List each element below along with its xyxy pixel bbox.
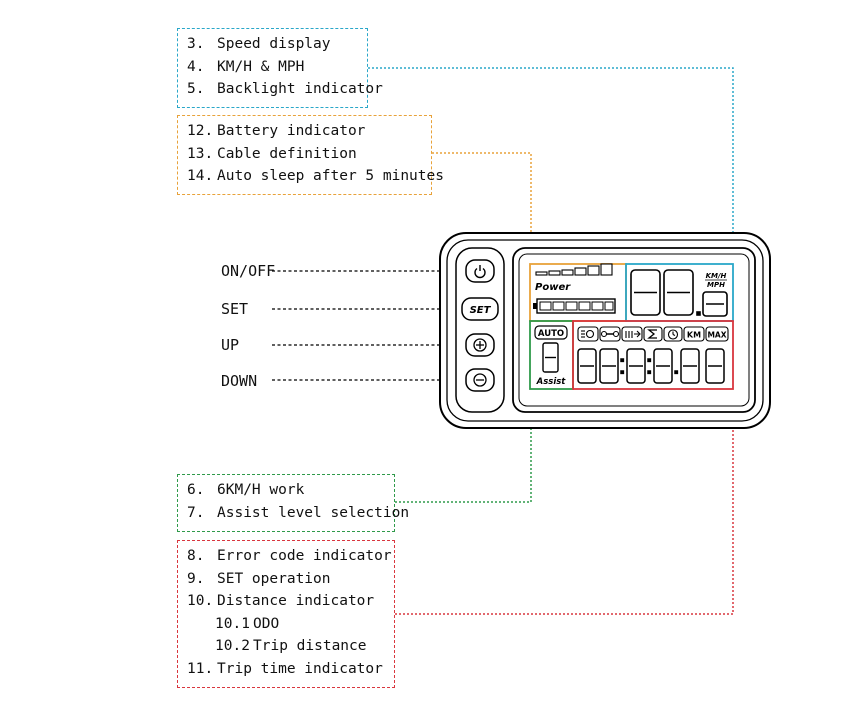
headlight-icon: [577, 326, 599, 342]
callout-info-item: 11.Trip time indicator: [187, 660, 383, 677]
callout-assist: 6.6KM/H work 7.Assist level selection: [177, 474, 410, 532]
walk-assist-icon: [621, 326, 643, 342]
unit-mph: MPH: [707, 281, 725, 289]
max-icon: [705, 326, 729, 342]
plus-icon: [473, 338, 487, 352]
sum-icon: [643, 326, 663, 342]
callout-assist-item: 7.Assist level selection: [187, 504, 410, 521]
unit-kmh: KM/H: [706, 272, 727, 280]
info-icon-row: [577, 326, 729, 342]
leader-battery: [432, 152, 532, 264]
power-label: Power: [535, 282, 571, 293]
auto-label: AUTO: [538, 329, 564, 339]
leader-info: [395, 389, 734, 615]
callout-battery: 12.Battery indicator 13.Cable definition…: [177, 115, 444, 195]
callout-info-item: 9.SET operation: [187, 570, 331, 587]
minus-icon: [473, 373, 487, 387]
battery-icon: [533, 298, 616, 314]
assist-label: Assist: [536, 377, 567, 387]
max-label: MAX: [707, 331, 726, 340]
callout-speed: 3.Speed display 4.KM/H & MPH 5.Backlight…: [177, 28, 383, 108]
set-button-text: SET: [470, 305, 492, 316]
label-down: DOWN: [221, 372, 258, 390]
callout-info-item: 8.Error code indicator: [187, 548, 392, 564]
callout-info: 8.Error code indicator 9.SET operation 1…: [177, 540, 395, 688]
callout-speed-item: 3.Speed display: [187, 36, 331, 52]
down-button[interactable]: [465, 368, 495, 392]
info-digits: [577, 348, 725, 384]
callout-battery-item: 13.Cable definition: [187, 145, 357, 162]
callout-assist-item: 6.6KM/H work: [187, 482, 305, 498]
auto-badge: AUTO: [534, 325, 568, 340]
assist-digit: [542, 342, 559, 373]
km-label: KM: [687, 331, 701, 340]
timer-icon: [663, 326, 683, 342]
leader-speed: [368, 67, 734, 269]
speed-digits: [630, 269, 728, 317]
label-up: UP: [221, 336, 240, 354]
set-button[interactable]: SET: [461, 297, 499, 321]
callout-battery-item: 14.Auto sleep after 5 minutes: [187, 168, 444, 185]
up-button[interactable]: [465, 333, 495, 357]
power-button[interactable]: [465, 259, 495, 283]
callout-speed-item: 5.Backlight indicator: [187, 81, 383, 98]
callout-info-item: 10.Distance indicator: [187, 593, 375, 610]
callout-battery-item: 12.Battery indicator: [187, 123, 366, 139]
leader-assist: [395, 389, 532, 503]
callout-speed-item: 4.KM/H & MPH: [187, 58, 305, 75]
km-icon: [683, 326, 705, 342]
label-set: SET: [221, 300, 249, 318]
power-bars: [535, 263, 613, 276]
wrench-icon: [599, 326, 621, 342]
label-onoff: ON/OFF: [221, 262, 276, 280]
power-icon: [474, 267, 486, 279]
